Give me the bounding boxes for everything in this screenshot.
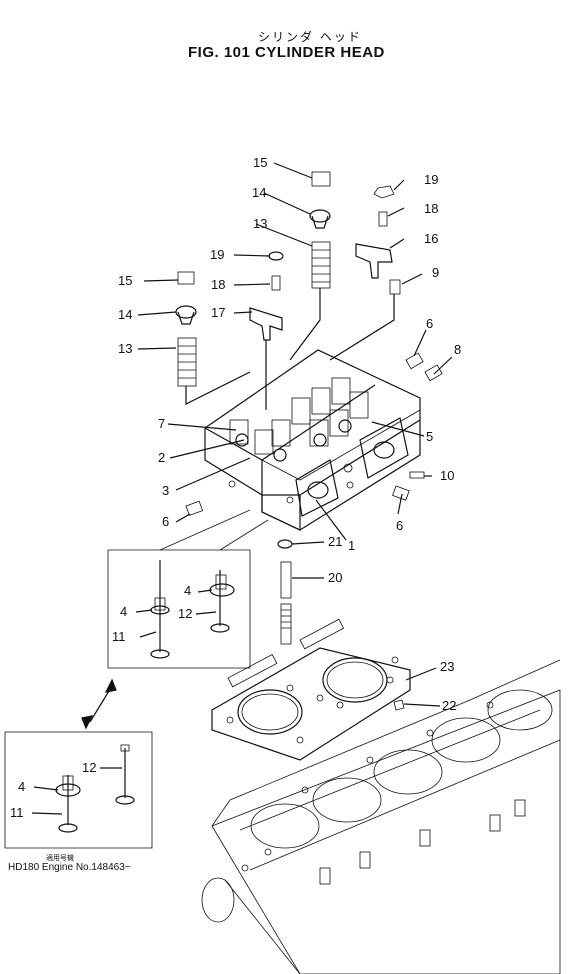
label-13-left: 13 — [118, 341, 132, 356]
label-9: 9 — [432, 265, 439, 280]
label-10: 10 — [440, 468, 454, 483]
label-19-lower: 19 — [210, 247, 224, 262]
label-6-left: 6 — [162, 514, 169, 529]
label-3: 3 — [162, 483, 169, 498]
label-14-left: 14 — [118, 307, 132, 322]
label-8: 8 — [454, 342, 461, 357]
label-5: 5 — [426, 429, 433, 444]
label-19-upper: 19 — [424, 172, 438, 187]
reference-arrow — [81, 678, 117, 730]
label-11-variant: 11 — [10, 805, 24, 820]
label-14-upper: 14 — [252, 185, 266, 200]
label-18-upper: 18 — [424, 201, 438, 216]
label-15-upper: 15 — [253, 155, 267, 170]
label-18-lower: 18 — [211, 277, 225, 292]
label-2: 2 — [158, 450, 165, 465]
applicability-note: HD180 Engine No.148463~ — [8, 862, 131, 873]
engine-variant-box — [4, 731, 153, 849]
label-12-box: 12 — [178, 606, 192, 621]
label-15-left: 15 — [118, 273, 132, 288]
label-7: 7 — [158, 416, 165, 431]
label-16: 16 — [424, 231, 438, 246]
label-13-upper: 13 — [253, 216, 267, 231]
part-labels: 15 14 13 19 18 17 15 14 13 19 18 16 9 6 … — [10, 155, 461, 820]
title-japanese: シリンダ ヘッド — [258, 30, 362, 44]
leader-lines — [31, 162, 453, 815]
cylinder-head — [204, 349, 421, 531]
label-11-box: 11 — [112, 629, 126, 644]
label-23: 23 — [440, 659, 454, 674]
valve-detail-box — [107, 509, 269, 669]
label-4b-box: 4 — [184, 583, 191, 598]
figure-title: FIG. 101 CYLINDER HEAD — [188, 44, 385, 61]
label-4-variant: 4 — [18, 779, 25, 794]
label-6-top: 6 — [426, 316, 433, 331]
head-gasket — [211, 618, 411, 761]
label-21: 21 — [328, 534, 342, 549]
label-22: 22 — [442, 698, 456, 713]
applicability-note-japanese: 適用号機 — [46, 854, 74, 862]
label-4-box: 4 — [120, 604, 127, 619]
label-12-variant: 12 — [82, 760, 96, 775]
label-20: 20 — [328, 570, 342, 585]
label-1: 1 — [348, 538, 355, 553]
exploded-parts — [175, 171, 443, 711]
label-6-right: 6 — [396, 518, 403, 533]
label-17: 17 — [211, 305, 225, 320]
engine-block — [201, 659, 561, 974]
